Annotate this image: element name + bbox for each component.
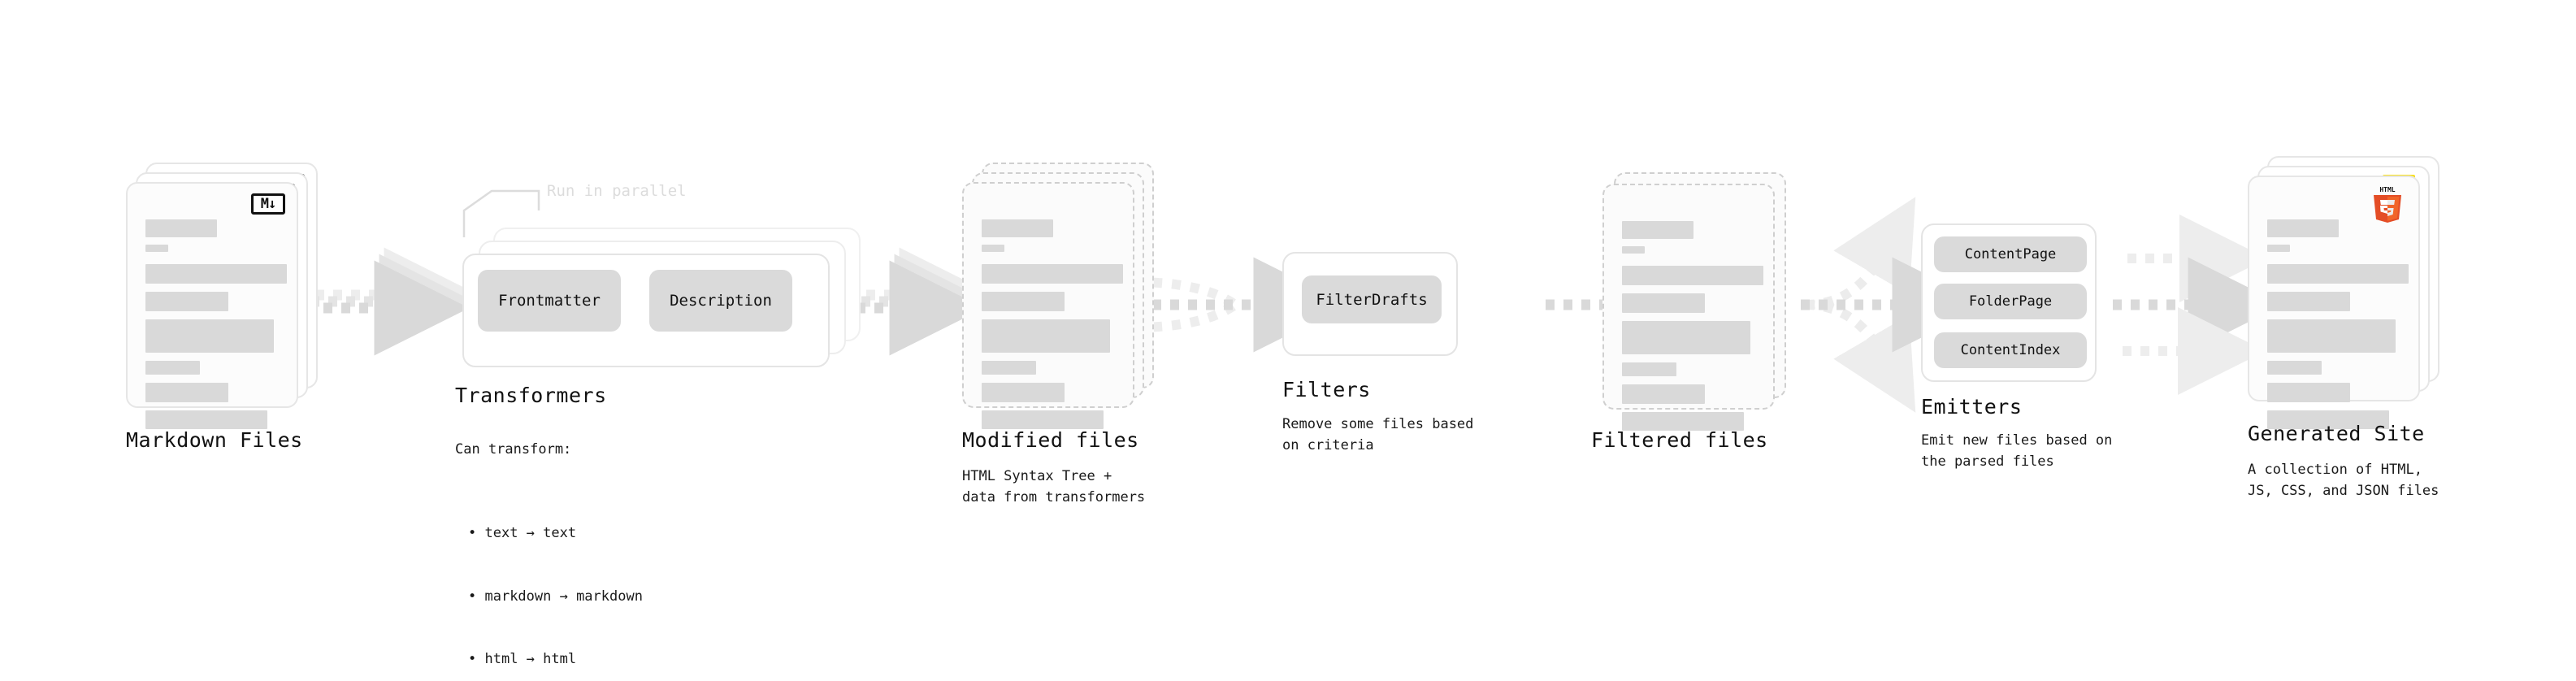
filtered-placeholder-bars	[1622, 221, 1763, 431]
filters-box: FilterDrafts	[1282, 252, 1458, 356]
bar	[2267, 361, 2322, 375]
bar	[1622, 221, 1693, 239]
bar	[982, 245, 1004, 252]
pill-description[interactable]: Description	[649, 270, 792, 332]
caption-filters: Filters	[1282, 378, 1371, 401]
transformers-bullet: • markdown → markdown	[468, 566, 643, 608]
bar	[2267, 383, 2350, 402]
transformers-can-transform-label: Can transform:	[455, 440, 572, 458]
arrow-filtered-to-emitters	[1801, 197, 1988, 413]
bar	[145, 219, 217, 237]
pill-contentindex[interactable]: ContentIndex	[1934, 332, 2087, 368]
bar	[1622, 384, 1705, 404]
emitters-box: ContentPage FolderPage ContentIndex	[1921, 223, 2097, 382]
pill-contentpage[interactable]: ContentPage	[1934, 236, 2087, 272]
bar	[1622, 321, 1750, 354]
bar	[1622, 246, 1645, 254]
arrow-emitters-to-site	[2113, 215, 2283, 395]
bullet-dot: •	[468, 525, 485, 542]
bar	[2267, 292, 2350, 311]
bar	[1622, 362, 1676, 376]
bar	[2267, 245, 2290, 252]
bullet-dot: •	[468, 588, 485, 605]
bar	[2267, 410, 2389, 429]
bar	[982, 319, 1110, 353]
run-in-parallel-label: Run in parallel	[547, 182, 687, 200]
transformers-description: Can transform: • text → text • markdown …	[455, 419, 643, 681]
bar	[145, 361, 200, 375]
bar	[145, 292, 228, 311]
caption-modified-files: Modified files	[962, 428, 1139, 452]
bar	[982, 361, 1036, 375]
bar	[145, 410, 267, 429]
bar	[145, 383, 228, 402]
bullet-text: markdown → markdown	[484, 588, 643, 605]
svg-text:HTML: HTML	[2379, 186, 2395, 193]
pill-folderpage[interactable]: FolderPage	[1934, 284, 2087, 319]
bar	[982, 219, 1053, 237]
modified-placeholder-bars	[982, 219, 1123, 429]
caption-emitters: Emitters	[1921, 395, 2023, 419]
bar	[145, 245, 168, 252]
generated-site-description: A collection of HTML, JS, CSS, and JSON …	[2248, 462, 2439, 499]
caption-transformers: Transformers	[455, 384, 607, 407]
html-card: HTML	[2248, 176, 2420, 429]
markdown-icon: M↓	[251, 193, 285, 215]
caption-filtered-files: Filtered files	[1591, 428, 1768, 452]
bar	[145, 319, 274, 353]
bullet-dot: •	[468, 651, 485, 668]
bar	[145, 264, 287, 284]
bullet-text: text → text	[484, 525, 577, 542]
bar	[2267, 264, 2409, 284]
caption-markdown-files: Markdown Files	[126, 428, 303, 452]
markdown-placeholder-bars	[145, 219, 287, 429]
arrow-modified-to-filters	[1134, 257, 1349, 353]
arrow-markdown-to-transformers	[306, 247, 479, 356]
transformers-bullet: • html → html	[468, 628, 643, 670]
caption-generated-site: Generated Site	[2248, 422, 2425, 445]
bar	[1622, 293, 1705, 313]
bar	[1622, 412, 1744, 431]
markdown-card-front: M↓	[126, 182, 298, 429]
emitters-description: Emit new files based on the parsed files	[1921, 432, 2113, 470]
filtered-card-front	[1602, 184, 1775, 431]
transformers-bullet: • text → text	[468, 502, 643, 544]
filters-description: Remove some files based on criteria	[1282, 416, 1474, 453]
modified-files-description: HTML Syntax Tree + data from transformer…	[962, 468, 1146, 505]
html5-icon-svg: HTML	[2374, 186, 2401, 223]
modified-card-front	[962, 182, 1134, 429]
bar	[982, 292, 1065, 311]
bar	[2267, 319, 2396, 353]
html5-icon: HTML	[2370, 185, 2405, 223]
bar	[982, 383, 1065, 402]
transformers-box-front: Frontmatter Description	[462, 254, 830, 367]
generated-placeholder-bars	[2267, 219, 2409, 429]
pill-frontmatter[interactable]: Frontmatter	[478, 270, 621, 332]
pill-filterdrafts[interactable]: FilterDrafts	[1302, 275, 1442, 323]
bar	[982, 410, 1104, 429]
bullet-text: html → html	[484, 651, 577, 668]
bar	[982, 264, 1123, 284]
bar	[2267, 219, 2339, 237]
bar	[1622, 266, 1763, 285]
